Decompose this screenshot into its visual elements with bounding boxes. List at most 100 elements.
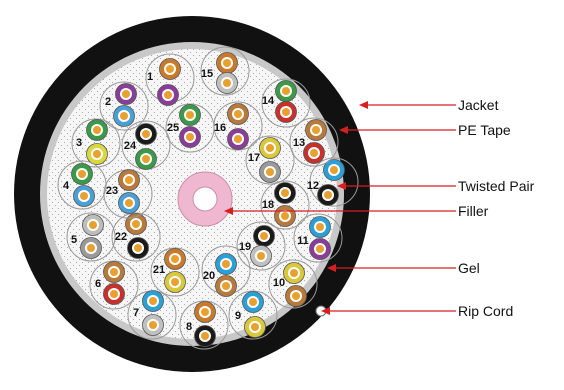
- pair-10-bundle-outline: [268, 259, 318, 309]
- pair-20-conductor-1-core: [222, 260, 230, 268]
- pair-number-4: 4: [63, 180, 70, 192]
- pair-4-conductor-1-core: [78, 170, 86, 178]
- pair-number-2: 2: [105, 96, 111, 108]
- pair-25-bundle-outline: [165, 103, 215, 153]
- pair-25-conductor-1-core: [186, 111, 194, 119]
- jacket-arrowhead: [359, 101, 368, 109]
- filler-label: Filler: [458, 203, 489, 219]
- twisted-pair-22: 22: [111, 212, 161, 262]
- pair-15-bundle-outline: [200, 46, 250, 96]
- twisted-pair-24: 24: [121, 120, 171, 170]
- pair-8-conductor-1-core: [201, 308, 209, 316]
- twisted-pairs-group: 1234567891011121314151617181920212223242…: [57, 46, 359, 350]
- pair-22-bundle-outline: [111, 212, 161, 262]
- pair-14-bundle-outline: [261, 78, 311, 128]
- pair-number-14: 14: [262, 95, 275, 107]
- pair-23-conductor-1-core: [125, 176, 133, 184]
- pair-6-conductor-2-core: [110, 290, 118, 298]
- callout-arrowheads: [224, 101, 368, 315]
- pair-6-bundle-outline: [89, 260, 139, 310]
- pair-9-conductor-1-core: [249, 298, 257, 306]
- pair-18-conductor-1-core: [281, 189, 289, 197]
- twisted-pair-16: 16: [213, 101, 263, 151]
- pair-9-bundle-outline: [228, 290, 278, 340]
- pair-3-conductor-2-core: [93, 150, 101, 158]
- pair-14-conductor-2-core: [282, 108, 290, 116]
- twisted-pair-21: 21: [150, 247, 200, 297]
- gel-arrowhead: [327, 264, 336, 272]
- pair-3-conductor-1-core: [93, 126, 101, 134]
- pair-number-9: 9: [235, 310, 241, 322]
- pair-14-conductor-1-core: [282, 87, 290, 95]
- pair-16-conductor-1-core: [234, 110, 242, 118]
- twisted-pair-14: 14: [261, 78, 311, 128]
- pe-tape-label: PE Tape: [458, 122, 511, 138]
- twisted-pair-15: 15: [200, 46, 250, 96]
- pair-number-25: 25: [167, 122, 179, 134]
- pair-2-bundle-outline: [99, 81, 149, 131]
- pair-17-conductor-2-core: [266, 168, 274, 176]
- pair-21-conductor-2-core: [171, 278, 179, 286]
- filler-arrowhead: [224, 207, 233, 215]
- pair-7-conductor-2-core: [149, 321, 157, 329]
- twisted-pair-12: 12: [307, 157, 359, 207]
- rip-cord-arrowhead: [321, 307, 330, 315]
- twisted-pair-13: 13: [289, 117, 339, 167]
- twisted-pair-11: 11: [293, 213, 343, 263]
- twisted-pair-25: 25: [165, 103, 215, 153]
- pair-7-conductor-1-core: [149, 297, 157, 305]
- pair-6-conductor-1-core: [110, 268, 118, 276]
- pair-1-conductor-2-core: [164, 91, 172, 99]
- pair-number-12: 12: [307, 180, 319, 192]
- twisted-pair-4: 4: [57, 160, 107, 210]
- twisted-pair-7: 7: [127, 290, 177, 340]
- pair-12-conductor-1-core: [330, 166, 338, 174]
- pair-13-conductor-2-core: [310, 149, 318, 157]
- pair-number-6: 6: [95, 278, 101, 290]
- pair-21-conductor-1-core: [171, 255, 179, 263]
- pair-2-conductor-1-core: [122, 90, 130, 98]
- twisted-pair-10: 10: [268, 259, 318, 309]
- twisted-pair-3: 3: [71, 118, 121, 168]
- pair-22-conductor-2-core: [134, 244, 142, 252]
- twisted-pair-label: Twisted Pair: [458, 178, 535, 194]
- pair-9-conductor-2-core: [251, 323, 259, 331]
- twisted-pair-18: 18: [260, 180, 310, 230]
- pair-number-21: 21: [153, 264, 165, 276]
- twisted-pair-19: 19: [236, 221, 286, 271]
- pair-number-22: 22: [115, 231, 127, 243]
- pair-11-bundle-outline: [293, 213, 343, 263]
- twisted-pair-5: 5: [66, 212, 116, 262]
- pair-19-bundle-outline: [236, 221, 286, 271]
- pair-19-conductor-1-core: [260, 232, 268, 240]
- pair-17-conductor-1-core: [266, 144, 274, 152]
- pair-25-conductor-2-core: [186, 133, 194, 141]
- pair-5-conductor-2-core: [87, 244, 95, 252]
- callout-lines: [230, 104, 456, 312]
- pair-number-11: 11: [297, 235, 309, 247]
- pair-18-conductor-2-core: [281, 212, 289, 220]
- pair-22-conductor-1-core: [132, 220, 140, 228]
- twisted-pair-9: 9: [228, 290, 278, 340]
- pair-18-bundle-outline: [260, 180, 310, 230]
- pair-number-13: 13: [293, 137, 305, 149]
- twisted-pair-17: 17: [245, 135, 295, 185]
- twisted-pair-1: 1: [145, 53, 195, 106]
- pair-10-conductor-1-core: [290, 269, 298, 277]
- pair-number-20: 20: [203, 270, 215, 282]
- twisted-pair-20: 20: [201, 245, 251, 297]
- jacket-label: Jacket: [458, 97, 499, 113]
- pair-number-7: 7: [133, 307, 139, 319]
- pair-24-conductor-2-core: [142, 155, 150, 163]
- pair-12-bundle-outline: [309, 157, 359, 207]
- pair-number-8: 8: [186, 321, 192, 333]
- pair-number-3: 3: [76, 137, 82, 149]
- twisted-pair-arrowhead: [337, 182, 346, 190]
- pair-1-conductor-1-core: [166, 65, 174, 73]
- pair-20-conductor-2-core: [222, 282, 230, 290]
- pair-number-15: 15: [201, 68, 213, 80]
- pair-number-5: 5: [71, 234, 77, 246]
- pair-16-conductor-2-core: [234, 135, 242, 143]
